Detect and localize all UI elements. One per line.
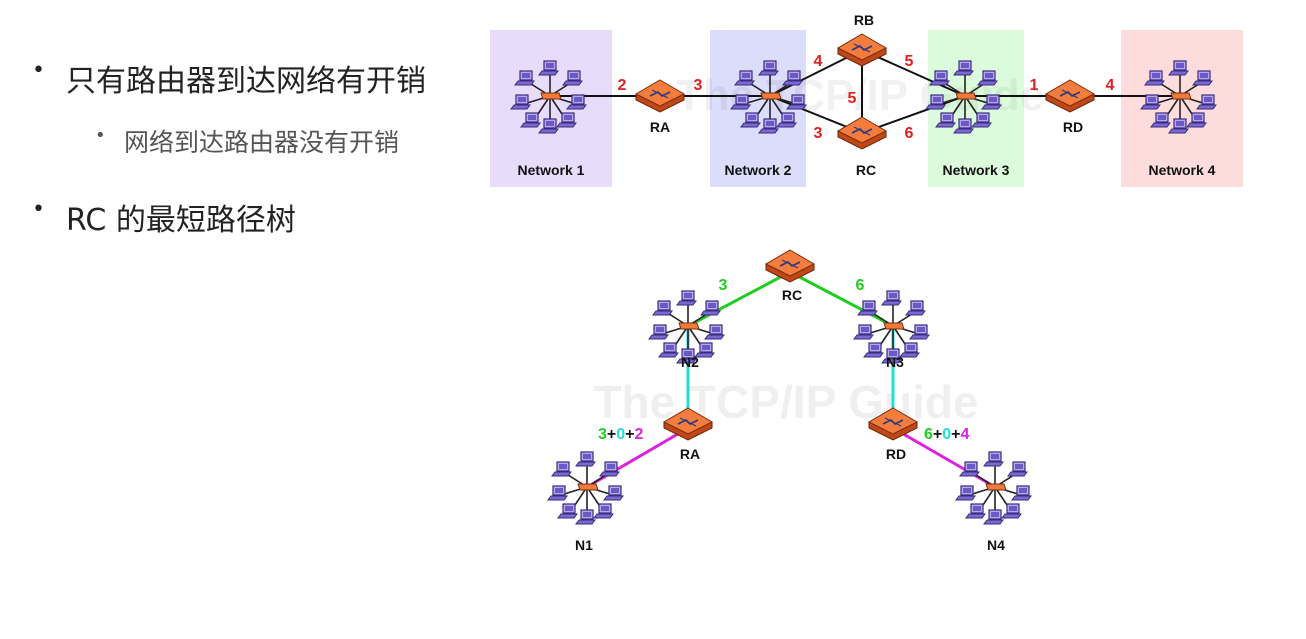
network-3-zone bbox=[928, 30, 1024, 187]
cost-ra-n2: 3 bbox=[694, 77, 703, 94]
watermark-tree: The TCP/IP Guide bbox=[593, 376, 978, 428]
right-sum-part: 6 bbox=[924, 426, 933, 443]
router-ra-label: RA bbox=[650, 119, 670, 135]
tree-cost-rc-n3: 6 bbox=[856, 277, 865, 294]
bullet-1-text: 只有路由器到达网络有开销 bbox=[66, 64, 426, 99]
left-sum-part: 3 bbox=[598, 426, 607, 443]
tree-ra-label: RA bbox=[680, 446, 700, 462]
cost-rb-rc: 5 bbox=[848, 90, 857, 107]
tree-n4-hub-icon bbox=[956, 452, 1031, 524]
router-rc-label: RC bbox=[856, 162, 876, 178]
tree-n4-label: N4 bbox=[987, 537, 1005, 553]
tree-rd-label: RD bbox=[886, 446, 906, 462]
left-sum-part: 2 bbox=[635, 426, 644, 443]
router-rd-label: RD bbox=[1063, 119, 1083, 135]
router-rb-icon bbox=[837, 33, 887, 67]
cost-rb-n3: 5 bbox=[905, 53, 914, 70]
tree-rc-label: RC bbox=[782, 287, 802, 303]
tree-n1-hub-icon bbox=[548, 452, 623, 524]
cost-rc-n3: 6 bbox=[905, 125, 914, 142]
bullet-dot: • bbox=[32, 197, 45, 222]
left-sum-part: + bbox=[625, 426, 634, 443]
router-rc-icon bbox=[837, 116, 887, 150]
cost-n1-ra: 2 bbox=[618, 77, 627, 94]
bullet-dot: • bbox=[32, 58, 45, 83]
tree-rc-router-icon bbox=[765, 249, 815, 283]
right-sum-part: 4 bbox=[961, 426, 970, 443]
tree-n3-hub-icon bbox=[854, 291, 929, 363]
cost-rd-n4: 4 bbox=[1106, 77, 1115, 94]
cost-n2-rb: 4 bbox=[814, 53, 823, 70]
router-rb-label: RB bbox=[854, 12, 874, 28]
router-rd-icon bbox=[1045, 79, 1095, 113]
tree-left-cost-sum: 3+0+2 bbox=[598, 426, 644, 443]
network-3-label: Network 3 bbox=[943, 162, 1010, 178]
right-sum-part: + bbox=[951, 426, 960, 443]
network-1-zone bbox=[490, 30, 612, 187]
network-4-label: Network 4 bbox=[1149, 162, 1216, 178]
cost-n3-rd: 1 bbox=[1030, 77, 1039, 94]
left-sum-part: + bbox=[607, 426, 616, 443]
right-sum-part: + bbox=[933, 426, 942, 443]
left-sum-part: 0 bbox=[616, 426, 625, 443]
bullet-2-text: 网络到达路由器没有开销 bbox=[124, 128, 400, 157]
bullet-dot: • bbox=[95, 125, 106, 146]
tree-n3-label: N3 bbox=[886, 354, 904, 370]
tree-n2-label: N2 bbox=[681, 354, 699, 370]
network-2-label: Network 2 bbox=[725, 162, 792, 178]
bullet-3-text: RC 的最短路径树 bbox=[66, 203, 296, 238]
tree-right-cost-sum: 6+0+4 bbox=[924, 426, 970, 443]
right-sum-part: 0 bbox=[942, 426, 951, 443]
tree-n2-hub-icon bbox=[649, 291, 724, 363]
tree-cost-rc-n2: 3 bbox=[719, 277, 728, 294]
tree-n1-label: N1 bbox=[575, 537, 593, 553]
network-1-label: Network 1 bbox=[518, 162, 585, 178]
cost-n2-rc: 3 bbox=[814, 125, 823, 142]
